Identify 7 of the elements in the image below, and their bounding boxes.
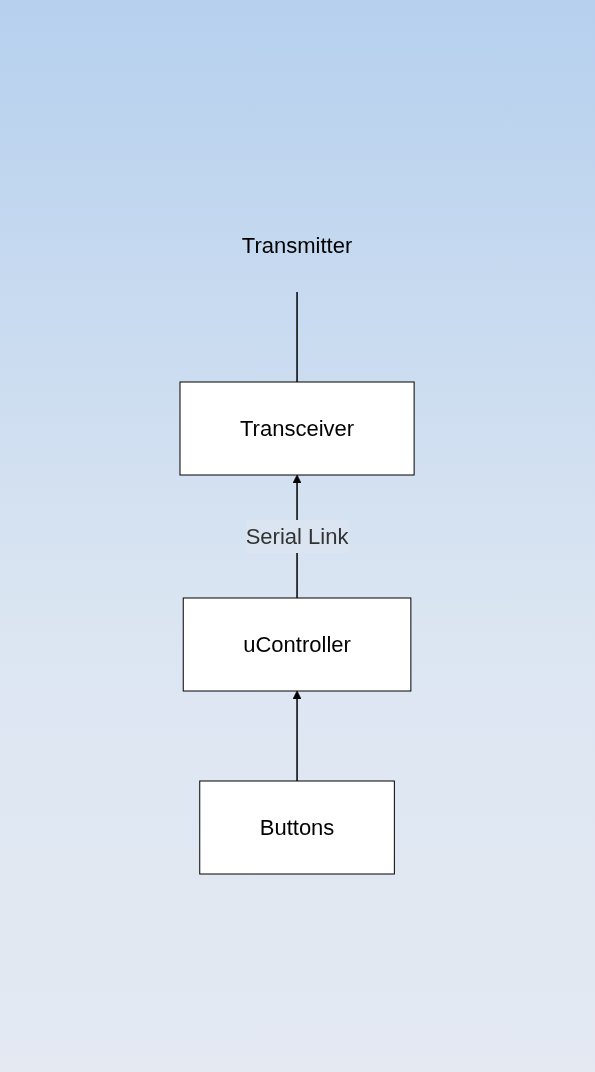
node-box: Buttons [199,780,396,874]
node-text: Transmitter [242,232,353,258]
node-box: uController [183,597,412,691]
node-box: Transceiver [179,381,416,475]
edge-label: Serial Link [246,523,349,549]
connector [296,290,299,383]
arrow [293,690,302,782]
